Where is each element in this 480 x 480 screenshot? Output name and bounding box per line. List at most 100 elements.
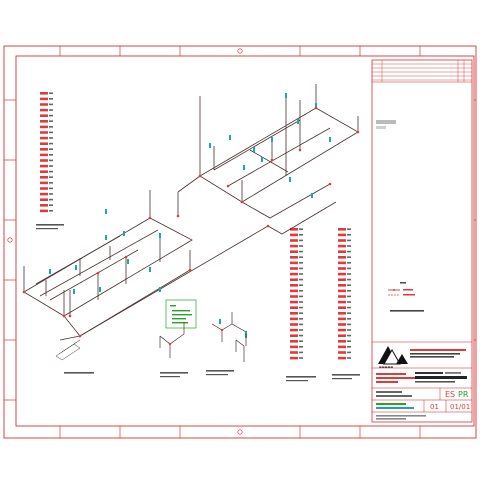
riser-label-detail xyxy=(49,148,53,150)
riser-label-detail xyxy=(299,301,303,303)
riser-label-detail xyxy=(299,346,303,348)
riser-label-mark xyxy=(290,261,298,265)
riser-label-detail xyxy=(347,284,351,286)
riser-label-mark xyxy=(338,312,346,315)
riser-label-mark xyxy=(40,148,48,151)
riser-label-mark xyxy=(40,125,48,129)
pipe-network-right xyxy=(177,84,359,219)
pipe-network-left xyxy=(23,190,193,337)
riser-label-mark xyxy=(290,295,298,298)
riser-label-detail xyxy=(347,273,351,275)
sheet-border xyxy=(3,45,477,439)
riser-label-mark xyxy=(338,334,346,337)
pipe-fitting xyxy=(188,268,192,272)
riser-label-detail xyxy=(347,346,351,348)
riser-label-mark xyxy=(40,142,48,145)
riser-label-mark xyxy=(338,244,346,248)
riser-label-detail xyxy=(49,92,53,94)
riser-label-mark xyxy=(290,328,298,332)
riser-label-detail xyxy=(347,295,351,298)
fixture-marker xyxy=(253,147,255,152)
pipe-fitting xyxy=(240,200,244,204)
fixture-marker xyxy=(49,269,51,274)
riser-label-detail xyxy=(49,109,53,111)
riser-label-detail xyxy=(299,273,303,275)
riser-label-mark xyxy=(40,204,48,207)
riser-label-detail xyxy=(299,290,303,292)
riser-label-mark xyxy=(290,272,298,276)
riser-label-mark xyxy=(290,267,298,270)
riser-label-detail xyxy=(299,295,303,298)
riser-label-detail xyxy=(299,278,303,281)
riser-label-detail xyxy=(299,318,303,320)
riser-label-detail xyxy=(299,306,303,309)
main-supply-line xyxy=(59,201,337,341)
riser-label-mark xyxy=(338,228,346,231)
riser-label-detail xyxy=(347,290,351,292)
pipe-fitting xyxy=(124,255,128,259)
riser-label-mark xyxy=(40,164,48,168)
riser-label-mark xyxy=(290,278,298,281)
riser-label-detail xyxy=(49,154,53,156)
riser-label-detail xyxy=(49,210,53,212)
riser-label-detail xyxy=(299,357,303,359)
riser-label-detail xyxy=(347,357,351,359)
pipe-fitting xyxy=(270,158,274,162)
riser-label-mark xyxy=(40,92,48,95)
pipe-fitting xyxy=(68,314,72,318)
pipe-fitting xyxy=(298,148,302,152)
riser-label-detail xyxy=(49,176,53,178)
riser-label-detail xyxy=(49,114,53,117)
green-note-box xyxy=(165,299,197,329)
riser-label-mark xyxy=(40,114,48,117)
riser-label-detail xyxy=(347,301,351,303)
fixture-marker xyxy=(271,137,273,142)
detail-isometric-1 xyxy=(159,322,185,358)
fixture-marker xyxy=(243,165,245,170)
riser-label-columns xyxy=(40,92,351,360)
fixture-marker xyxy=(159,233,161,238)
riser-label-detail xyxy=(347,312,351,314)
riser-label-mark xyxy=(40,176,48,179)
riser-label-mark xyxy=(40,198,48,201)
riser-label-detail xyxy=(347,351,351,354)
riser-label-mark xyxy=(338,256,346,259)
fixture-marker xyxy=(289,177,291,182)
fixture-marker xyxy=(159,287,161,292)
riser-label-mark xyxy=(338,261,346,265)
riser-label-detail xyxy=(299,340,303,342)
fixture-marker xyxy=(99,287,101,292)
riser-label-mark xyxy=(338,289,346,293)
riser-label-mark xyxy=(338,317,346,321)
riser-label-detail xyxy=(299,323,303,326)
riser-label-detail xyxy=(347,267,351,270)
riser-label-mark xyxy=(338,340,346,343)
riser-label-mark xyxy=(338,345,346,349)
fixture-marker xyxy=(75,265,77,270)
riser-label-detail xyxy=(49,187,53,190)
riser-label-mark xyxy=(338,272,346,276)
riser-label-mark xyxy=(338,250,346,253)
riser-label-mark xyxy=(338,356,346,360)
pipe-fitting xyxy=(78,334,82,338)
riser-label-detail xyxy=(49,131,53,134)
center-mark-bottom xyxy=(237,429,243,435)
pipe-fittings xyxy=(22,106,360,338)
riser-label-mark xyxy=(338,351,346,354)
fixture-marker xyxy=(285,93,287,98)
riser-label-detail xyxy=(49,103,53,106)
riser-label-mark xyxy=(338,233,346,237)
pipe-fitting xyxy=(176,214,180,218)
riser-label-detail xyxy=(49,182,53,184)
pipe-fitting xyxy=(22,290,26,294)
riser-label-mark xyxy=(40,192,48,196)
detail-isometric-3 xyxy=(235,339,245,362)
riser-label-mark xyxy=(40,108,48,112)
riser-label-mark xyxy=(40,170,48,173)
riser-label-mark xyxy=(290,289,298,293)
riser-label-detail xyxy=(347,245,351,247)
riser-label-mark xyxy=(290,306,298,309)
riser-label-detail xyxy=(299,228,303,230)
riser-label-detail xyxy=(347,262,351,264)
